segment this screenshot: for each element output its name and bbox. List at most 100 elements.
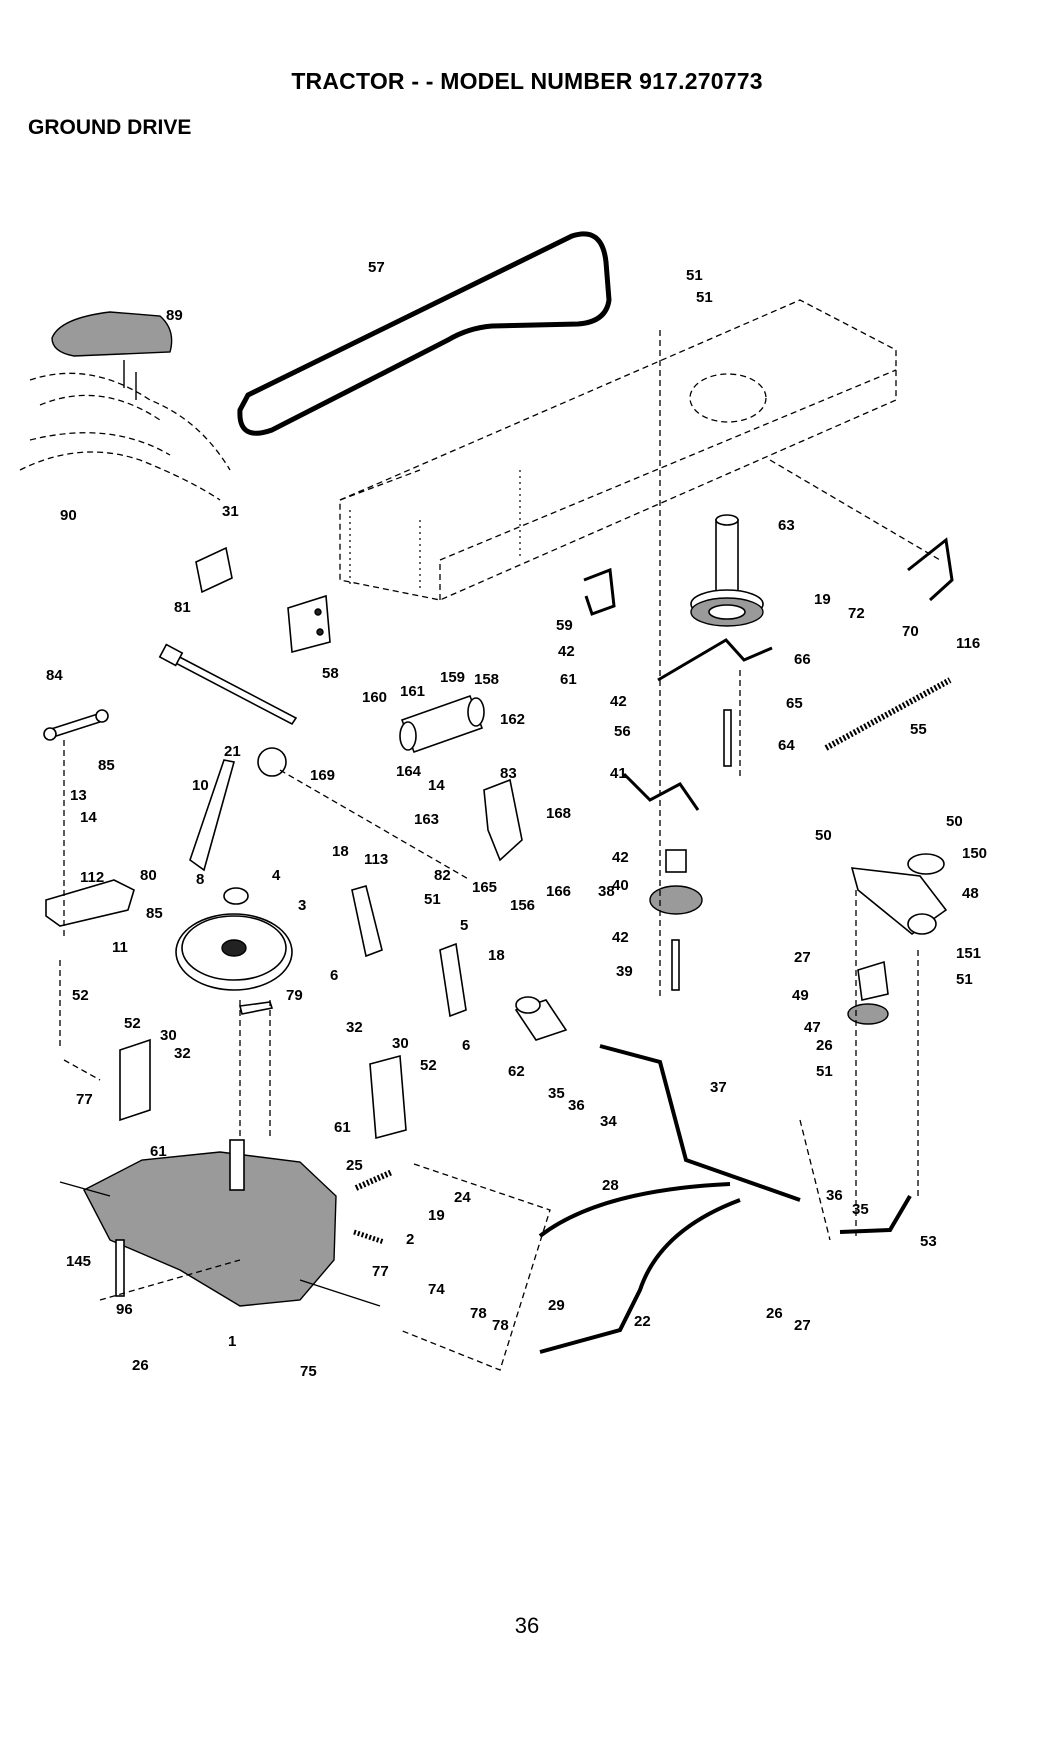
- page-number: 36: [514, 1613, 540, 1638]
- callout-label: 55: [910, 721, 927, 738]
- callout-label: 150: [962, 845, 987, 862]
- callout-label: 40: [612, 877, 629, 894]
- callout-label: 42: [558, 643, 575, 660]
- callout-label: 4: [272, 867, 281, 884]
- callout-label: 26: [816, 1037, 833, 1054]
- callout-label: 14: [80, 809, 97, 826]
- callout-label: 35: [852, 1201, 869, 1218]
- callout-label: 169: [310, 767, 335, 784]
- plate-30-left: [119, 1038, 151, 1122]
- callout-label: 72: [848, 605, 865, 622]
- callout-label: 8: [196, 871, 204, 888]
- knob-21: [257, 747, 287, 777]
- callout-label: 78: [470, 1305, 487, 1322]
- callout-label: 83: [500, 765, 517, 782]
- page-title: TRACTOR - - MODEL NUMBER 917.270773: [291, 68, 763, 94]
- callout-label: 66: [794, 651, 811, 668]
- callout-label: 47: [804, 1019, 821, 1036]
- bolt-145: [115, 1239, 125, 1297]
- rod-34: [599, 1044, 801, 1202]
- callout-label: 79: [286, 987, 303, 1004]
- callout-label: 25: [346, 1157, 363, 1174]
- callout-label: 51: [956, 971, 973, 988]
- callout-label: 62: [508, 1063, 525, 1080]
- callout-label: 74: [428, 1281, 445, 1298]
- plate-30-right: [369, 1054, 407, 1140]
- callout-label: 59: [556, 617, 573, 634]
- callout-label: 52: [124, 1015, 141, 1032]
- callout-label: 51: [424, 891, 441, 908]
- callout-label: 85: [146, 905, 163, 922]
- callout-label: 161: [400, 683, 425, 700]
- callout-label: 51: [686, 267, 703, 284]
- callout-label: 77: [76, 1091, 93, 1108]
- bracket-80: [45, 879, 135, 927]
- callout-label: 89: [166, 307, 183, 324]
- callout-label: 27: [794, 949, 811, 966]
- callout-label: 61: [334, 1119, 351, 1136]
- callout-label: 6: [330, 967, 338, 984]
- callout-label: 26: [132, 1357, 149, 1374]
- rod-28: [538, 1182, 731, 1238]
- callout-label: 39: [616, 963, 633, 980]
- callout-label: 81: [174, 599, 191, 616]
- callout-label: 35: [548, 1085, 565, 1102]
- callout-label: 3: [298, 897, 306, 914]
- callout-label: 2: [406, 1231, 414, 1248]
- bolt-39: [671, 939, 680, 991]
- transaxle-pulley-3: [175, 913, 293, 991]
- callout-label: 52: [72, 987, 89, 1004]
- callout-label: 18: [332, 843, 349, 860]
- callout-label: 151: [956, 945, 981, 962]
- callout-label: 52: [420, 1057, 437, 1074]
- bracket-58: [287, 594, 331, 654]
- pivot-bracket-159: [399, 694, 485, 754]
- callout-label: 13: [70, 787, 87, 804]
- callout-label: 42: [612, 849, 629, 866]
- callout-label: 30: [160, 1027, 177, 1044]
- callout-label: 56: [614, 723, 631, 740]
- callout-labels: 57 51 51 89 90 31 81 58 63 19 72 70 116 …: [46, 259, 987, 1380]
- callout-label: 32: [346, 1019, 363, 1036]
- callout-label: 96: [116, 1301, 133, 1318]
- bracket-165: [483, 778, 523, 862]
- callout-label: 51: [696, 289, 713, 306]
- idler-pulley-63: [690, 514, 764, 627]
- callout-label: 65: [786, 695, 803, 712]
- spacer-40: [665, 849, 687, 873]
- callout-label: 85: [98, 757, 115, 774]
- callout-label: 42: [612, 929, 629, 946]
- spring-55: [824, 677, 952, 751]
- callout-label: 31: [222, 503, 239, 520]
- shaft-81: [164, 650, 298, 726]
- bracket-113: [351, 885, 383, 958]
- bracket-49: [857, 960, 889, 1001]
- callout-label: 24: [454, 1189, 471, 1206]
- callout-label: 19: [428, 1207, 445, 1224]
- callout-label: 28: [602, 1177, 619, 1194]
- idler-arm-66: [657, 638, 773, 682]
- callout-label: 51: [816, 1063, 833, 1080]
- bolt-64: [723, 709, 732, 767]
- callout-label: 165: [472, 879, 497, 896]
- key-79: [239, 1001, 274, 1015]
- callout-label: 42: [610, 693, 627, 710]
- callout-label: 75: [300, 1363, 317, 1380]
- rod-53: [839, 1194, 912, 1234]
- callout-label: 36: [568, 1097, 585, 1114]
- callout-label: 64: [778, 737, 795, 754]
- spring-25: [354, 1169, 394, 1191]
- callout-label: 166: [546, 883, 571, 900]
- bracket-59: [583, 567, 616, 616]
- callout-label: 32: [174, 1045, 191, 1062]
- callout-label: 53: [920, 1233, 937, 1250]
- callout-label: 63: [778, 517, 795, 534]
- bracket-70: [907, 537, 954, 602]
- callout-label: 57: [368, 259, 385, 276]
- callout-label: 164: [396, 763, 422, 780]
- callout-label: 77: [372, 1263, 389, 1280]
- callout-label: 49: [792, 987, 809, 1004]
- callout-label: 37: [710, 1079, 727, 1096]
- callout-label: 48: [962, 885, 979, 902]
- callout-label: 14: [428, 777, 445, 794]
